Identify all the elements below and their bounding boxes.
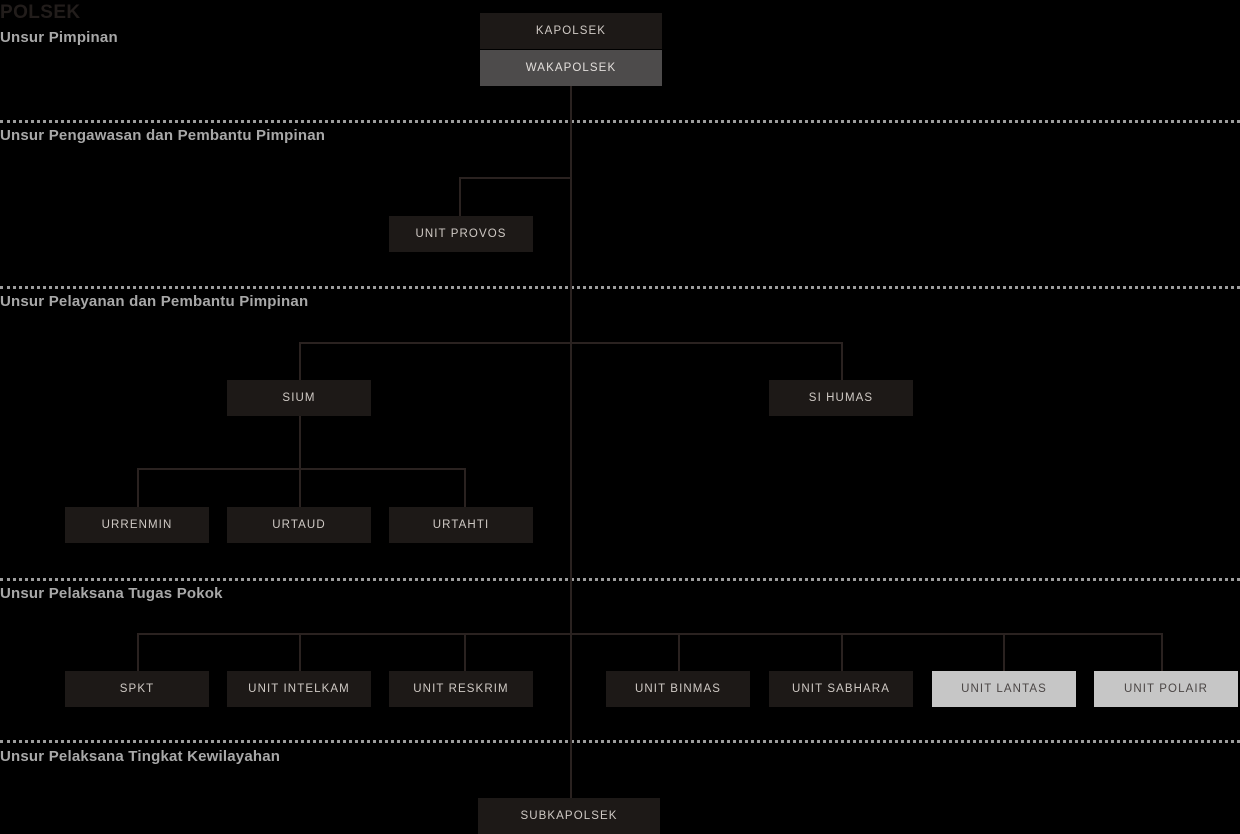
section-divider-4 — [0, 740, 1240, 743]
connector-urtaud-drop — [299, 468, 301, 507]
node-subkapolsek[interactable]: SUBKAPOLSEK — [478, 798, 660, 834]
connector-sium-children-bus — [137, 468, 465, 470]
node-unit-reskrim[interactable]: UNIT RESKRIM — [389, 671, 533, 707]
node-unit-intelkam[interactable]: UNIT INTELKAM — [227, 671, 371, 707]
connector-urtahti-drop — [464, 468, 466, 507]
section-label-unsur-pelayanan: Unsur Pelayanan dan Pembantu Pimpinan — [0, 293, 309, 310]
connector-pelayanan-bus — [299, 342, 843, 344]
section-divider-1 — [0, 120, 1240, 123]
connector-main-spine — [570, 85, 572, 799]
section-label-unsur-pimpinan: Unsur Pimpinan — [0, 29, 118, 46]
connector-intelkam-drop — [299, 633, 301, 671]
section-label-unsur-kewilayahan: Unsur Pelaksana Tingkat Kewilayahan — [0, 748, 281, 765]
connector-provos-horizontal — [459, 177, 572, 179]
page-title: POLSEK — [0, 2, 81, 23]
node-unit-binmas[interactable]: UNIT BINMAS — [606, 671, 750, 707]
node-kapolsek[interactable]: KAPOLSEK — [480, 13, 662, 49]
connector-urrenmin-drop — [137, 468, 139, 507]
node-urtaud[interactable]: URTAUD — [227, 507, 371, 543]
connector-provos-vertical — [459, 177, 461, 216]
node-urrenmin[interactable]: URRENMIN — [65, 507, 209, 543]
node-unit-sabhara[interactable]: UNIT SABHARA — [769, 671, 913, 707]
section-label-unsur-pelaksana-tugas: Unsur Pelaksana Tugas Pokok — [0, 585, 223, 602]
connector-sium-stem — [299, 415, 301, 468]
connector-sihumas-drop — [841, 342, 843, 380]
node-urtahti[interactable]: URTAHTI — [389, 507, 533, 543]
node-si-humas[interactable]: SI HUMAS — [769, 380, 913, 416]
node-unit-lantas[interactable]: UNIT LANTAS — [932, 671, 1076, 707]
connector-pelaksana-bus — [137, 633, 1162, 635]
node-wakapolsek[interactable]: WAKAPOLSEK — [480, 50, 662, 86]
connector-reskrim-drop — [464, 633, 466, 671]
connector-binmas-drop — [678, 633, 680, 671]
connector-spkt-drop — [137, 633, 139, 671]
section-divider-3 — [0, 578, 1240, 581]
node-unit-provos[interactable]: UNIT PROVOS — [389, 216, 533, 252]
connector-lantas-drop — [1003, 633, 1005, 671]
section-label-unsur-pengawasan: Unsur Pengawasan dan Pembantu Pimpinan — [0, 127, 326, 144]
section-divider-2 — [0, 286, 1240, 289]
node-spkt[interactable]: SPKT — [65, 671, 209, 707]
connector-polair-drop — [1161, 633, 1163, 671]
node-unit-polair[interactable]: UNIT POLAIR — [1094, 671, 1238, 707]
connector-sabhara-drop — [841, 633, 843, 671]
connector-sium-drop — [299, 342, 301, 380]
node-sium[interactable]: SIUM — [227, 380, 371, 416]
